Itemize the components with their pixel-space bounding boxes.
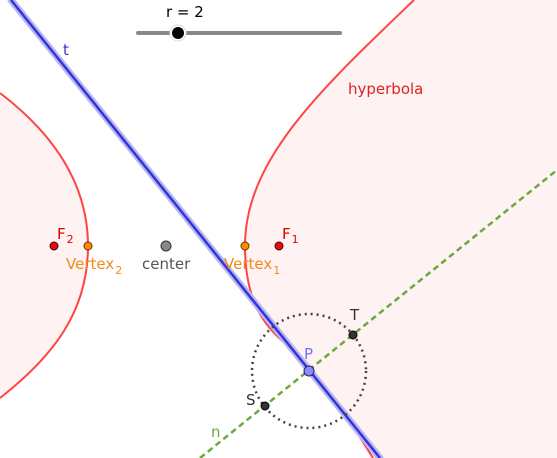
point-s-label: S [246, 391, 256, 409]
vertex1-label: Vertex1 [224, 255, 280, 277]
hyperbola-right-region [245, 0, 557, 458]
tangent-line-t[interactable] [10, 0, 381, 458]
hyperbola-label: hyperbola [348, 80, 423, 98]
vertex2-point[interactable] [83, 241, 93, 251]
point-t[interactable] [348, 330, 358, 340]
center-point[interactable] [160, 240, 172, 252]
hyperbola-left-region [0, 93, 88, 398]
normal-label: n [211, 423, 221, 441]
point-s[interactable] [260, 401, 270, 411]
center-label: center [142, 255, 191, 273]
vertex1-point[interactable] [240, 241, 250, 251]
tangent-label: t [63, 41, 69, 59]
slider-knob[interactable] [172, 27, 184, 39]
vertex2-label: Vertex2 [66, 255, 122, 277]
slider-r[interactable]: r = 2 [136, 3, 342, 42]
slider-label: r = 2 [166, 3, 204, 21]
dotted-circle[interactable] [250, 312, 368, 430]
normal-line-n[interactable] [199, 169, 557, 458]
focus-f1-point[interactable] [274, 241, 284, 251]
point-p-label: P [304, 345, 313, 363]
focus-f2-point[interactable] [49, 241, 59, 251]
focus-f2-label: F2 [57, 225, 74, 246]
point-p[interactable] [303, 365, 315, 377]
point-t-label: T [349, 306, 360, 324]
focus-f1-label: F1 [282, 225, 299, 246]
